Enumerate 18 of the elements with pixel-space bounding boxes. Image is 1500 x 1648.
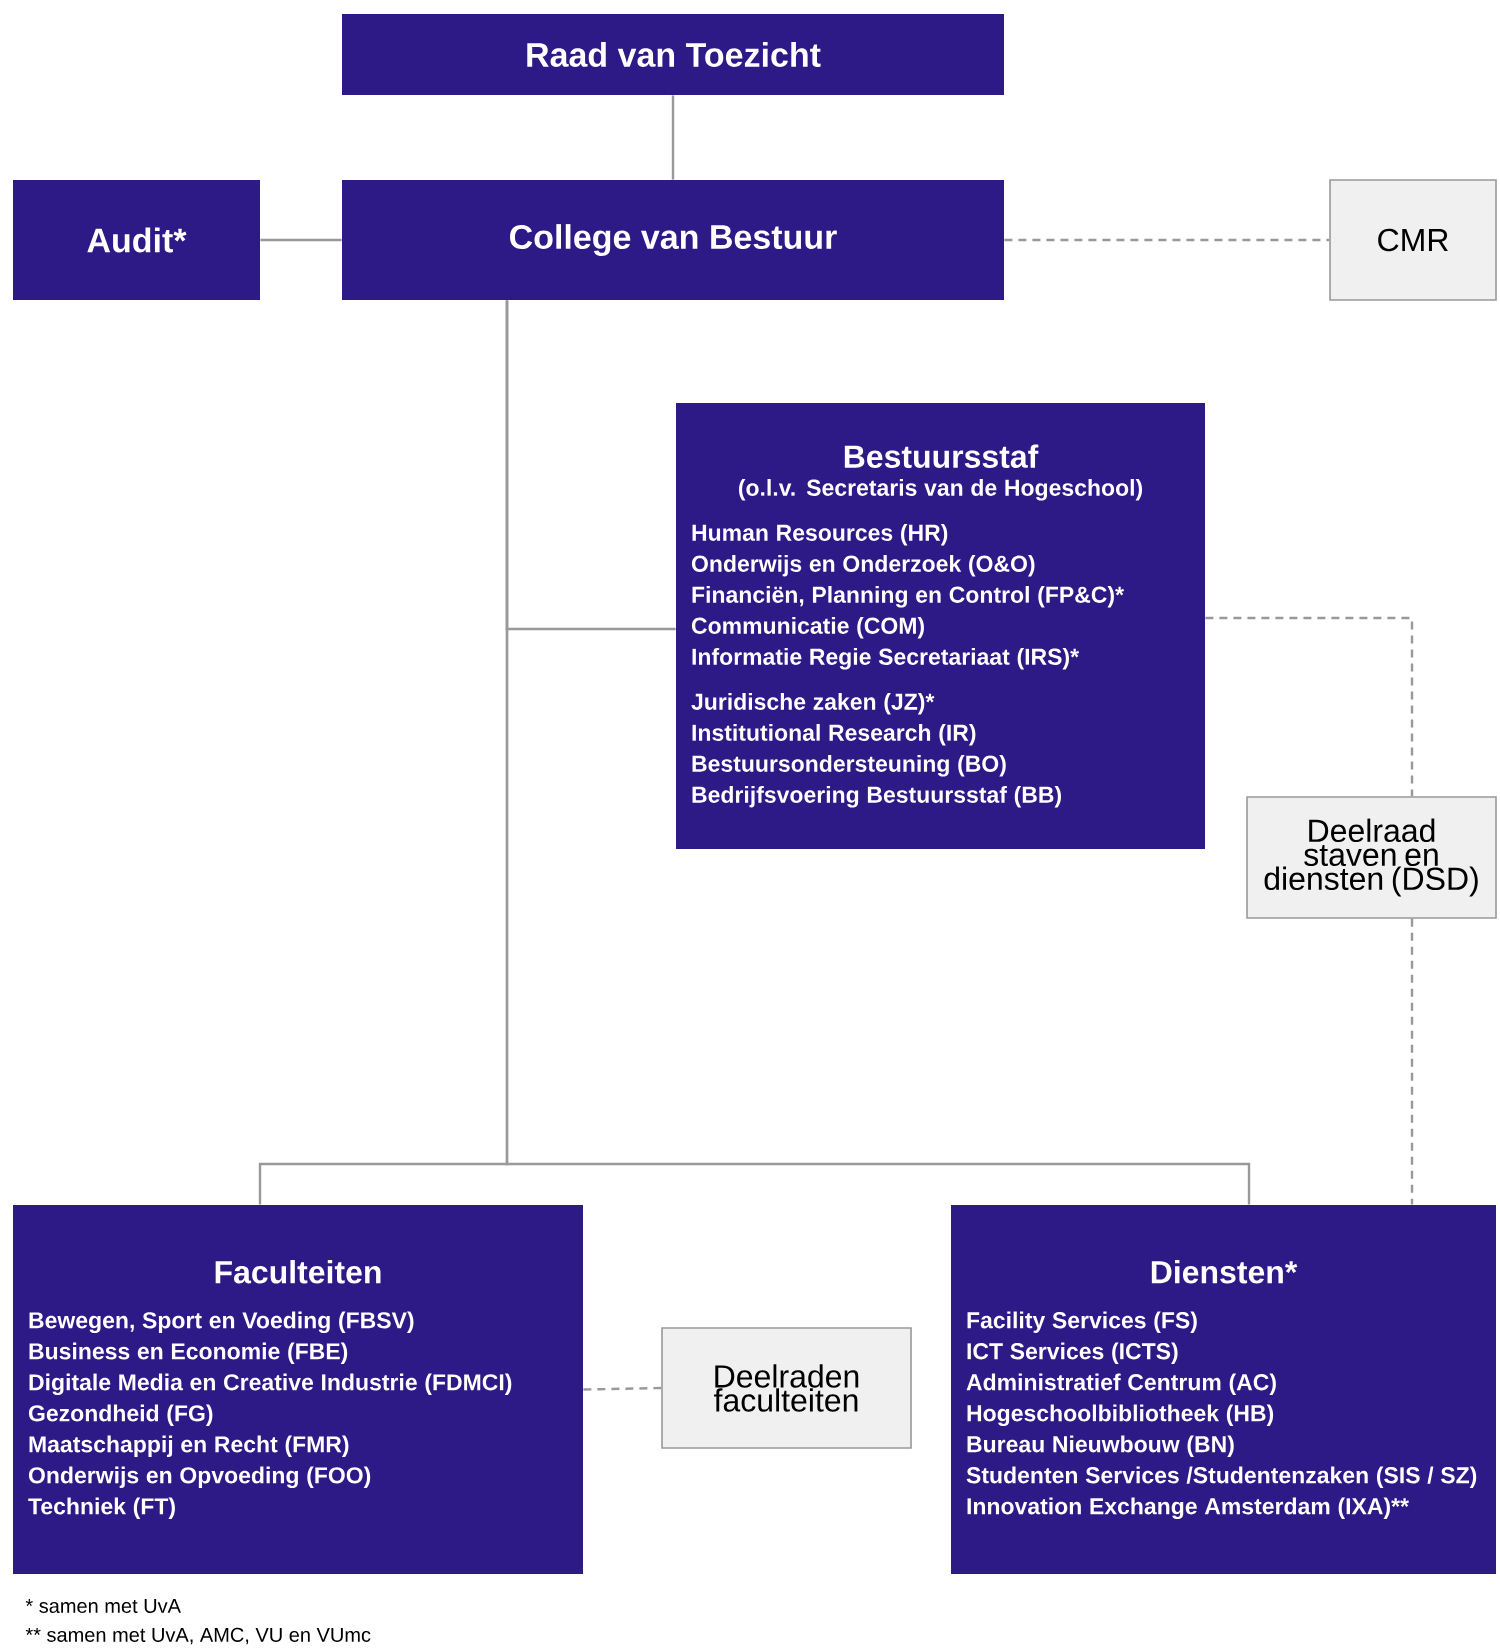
connector xyxy=(1004,238,1330,242)
connector xyxy=(1410,918,1414,1205)
footnote: * samen met UvA xyxy=(25,1599,181,1613)
org-box: Audit* xyxy=(13,180,260,300)
council-box: Deelraden faculteiten xyxy=(661,1327,912,1449)
org-box: Faculteiten Bewegen, Sport en Voeding (FBSV) Business en Economie (FBE) Digitale Media en Creative Industrie (FDMCI) Gezondheid (FG) Maatschappij en Recht (FMR) Onderwijs en Opvoeding (FOO) Techniek (FT) xyxy=(13,1205,583,1574)
org-box: Diensten* Facility Services (FS) ICT Services (ICTS) Administratief Centrum (AC) Hogeschoolbibliotheek (HB) Bureau Nieuwbouw (BN) Studenten Services /Studentenzaken (SIS / SZ) Innovation Exchange Amsterdam (IXA)** xyxy=(951,1205,1496,1574)
footnote: ** samen met UvA, AMC, VU en VUmc xyxy=(25,1627,371,1645)
connector xyxy=(505,300,1251,1205)
org-box: Bestuursstaf (o.l.v. Secretaris van de Hogeschool) Human Resources (HR) Onderwijs en Onderzoek (O&O) Financiën, Planning en Control (FP&C)* Communicatie (COM) Informatie Regie Secretariaat (IRS)* Juridische zaken (JZ)* Institutional Research (IR) Bestuursondersteuning (BO) Bedrijfsvoering Bestuursstaf (BB) xyxy=(676,403,1205,849)
org-box: College van Bestuur xyxy=(342,180,1004,300)
connector xyxy=(260,238,342,242)
connector xyxy=(671,95,675,180)
council-box: CMR xyxy=(1329,179,1497,301)
connector xyxy=(1205,616,1414,797)
council-box: Deelraad staven en diensten (DSD) xyxy=(1246,796,1497,919)
connector xyxy=(583,1386,662,1391)
org-box: Raad van Toezicht xyxy=(342,14,1004,95)
